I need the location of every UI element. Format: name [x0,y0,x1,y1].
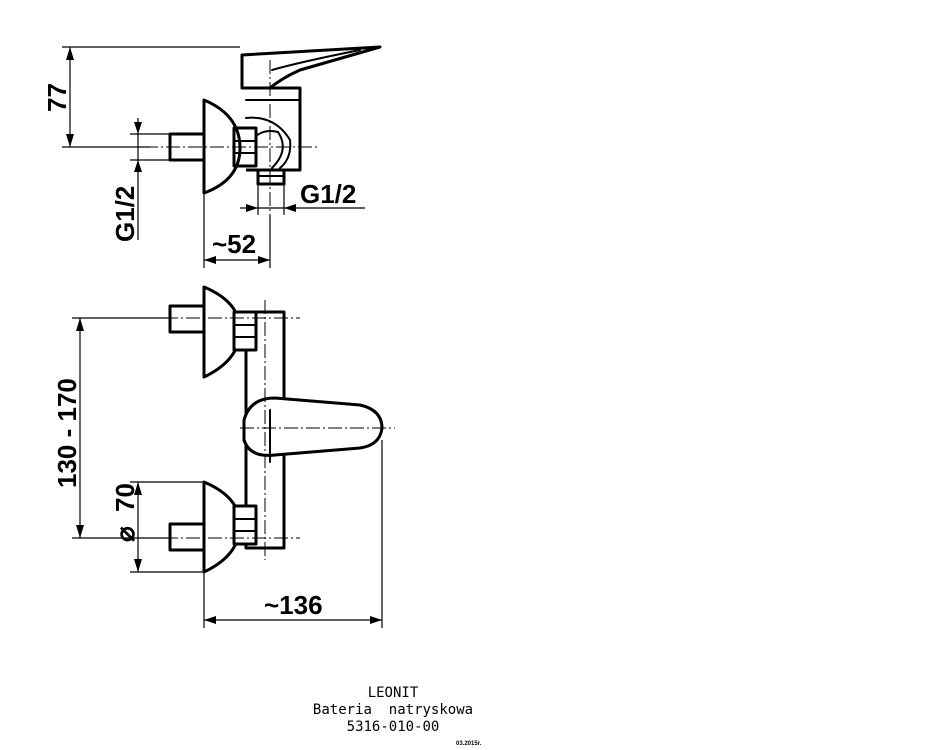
dim-depth-52: ~52 [212,229,256,259]
dim-spacing: 130 - 170 [52,378,82,488]
dim-width-136: ~136 [264,590,323,620]
dim-thread-left: G1/2 [110,186,140,242]
dim-diameter-70: 70 [110,483,140,512]
drawing-date: 03.2015r. [456,741,482,747]
diameter-symbol: ⌀ [110,526,140,542]
product-code: 5316-010-00 [347,719,440,735]
dim-thread-right: G1/2 [300,179,356,209]
product-description: Bateria natryskowa [313,702,473,718]
product-name: LEONIT [368,685,419,701]
side-view [62,45,382,268]
dim-height-77: 77 [42,83,72,112]
front-view [72,285,395,628]
